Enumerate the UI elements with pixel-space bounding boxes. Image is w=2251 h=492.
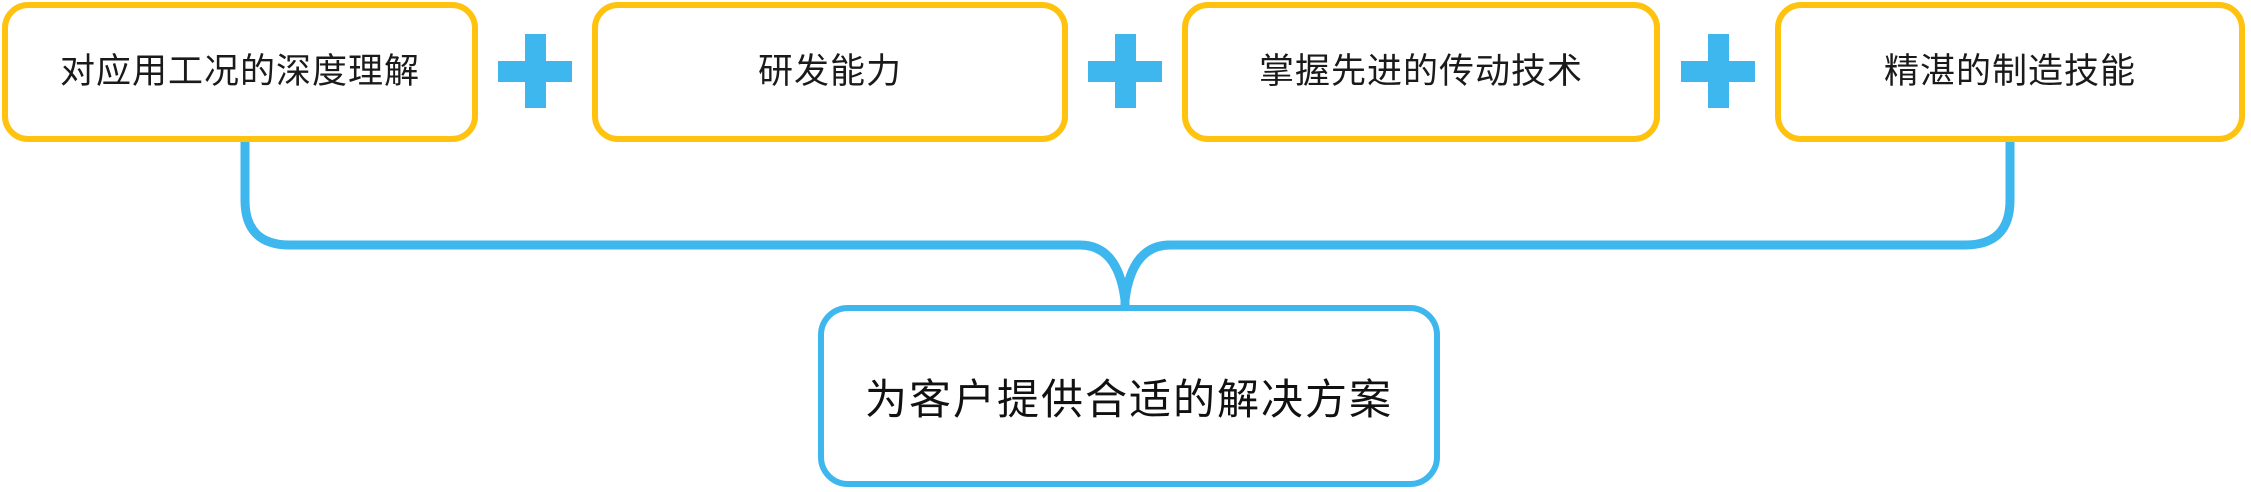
plus-icon-3 — [1681, 34, 1755, 108]
plus-icon-1 — [498, 34, 572, 108]
plus-vertical-bar — [1708, 34, 1729, 108]
factor-box-3[interactable]: 掌握先进的传动技术 — [1182, 2, 1660, 142]
factor-box-1[interactable]: 对应用工况的深度理解 — [2, 2, 478, 142]
factor-box-4[interactable]: 精湛的制造技能 — [1775, 2, 2245, 142]
connector-left-branch — [240, 137, 1130, 312]
factor-box-2[interactable]: 研发能力 — [592, 2, 1068, 142]
connector-right-branch — [1120, 137, 2015, 312]
plus-vertical-bar — [525, 34, 546, 108]
plus-vertical-bar — [1115, 34, 1136, 108]
factor-label-4: 精湛的制造技能 — [1883, 52, 2136, 91]
result-box[interactable]: 为客户提供合适的解决方案 — [818, 305, 1440, 487]
factor-label-2: 研发能力 — [757, 52, 902, 91]
factor-label-3: 掌握先进的传动技术 — [1258, 52, 1583, 91]
plus-icon-2 — [1088, 34, 1162, 108]
factor-label-1: 对应用工况的深度理解 — [59, 52, 420, 91]
result-label: 为客户提供合适的解决方案 — [864, 375, 1393, 423]
